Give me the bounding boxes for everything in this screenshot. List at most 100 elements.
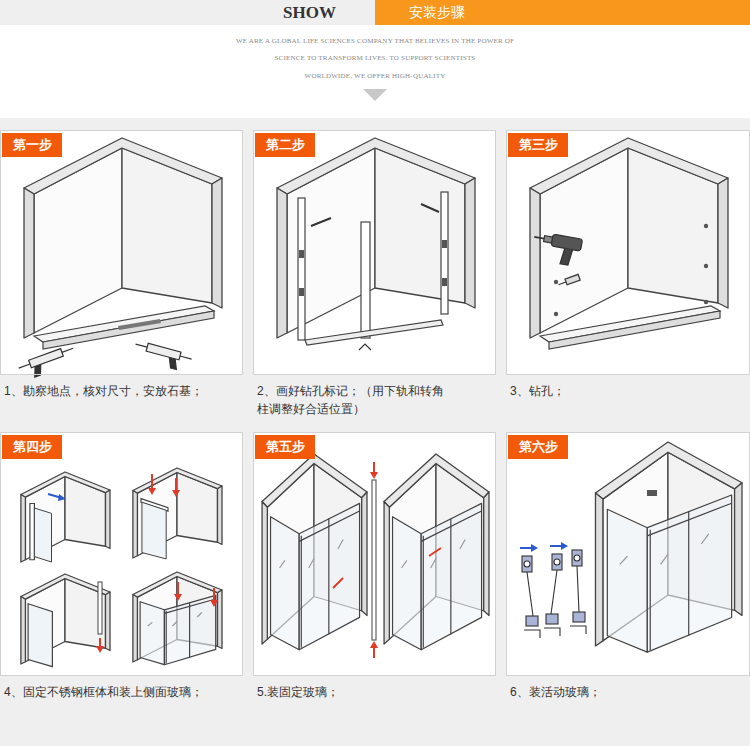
fixed-glass-bar <box>372 480 376 640</box>
drill-mark <box>299 250 304 258</box>
panel-ground <box>506 432 750 676</box>
panel-ground <box>0 432 243 676</box>
header-tab: 安装步骤 <box>375 0 750 25</box>
down-triangle <box>363 89 387 101</box>
red-arrow <box>429 548 441 556</box>
stone-base-face <box>549 311 720 349</box>
panel-ground <box>0 130 243 375</box>
mini-room <box>133 468 222 559</box>
red-arrow <box>151 474 153 490</box>
step-panel: 6、装活动玻璃； 第六步 <box>506 432 750 701</box>
step6-drawing <box>520 442 742 652</box>
step-badge: 第五步 <box>255 435 315 459</box>
panel-ground <box>253 130 496 375</box>
drill-hole <box>554 312 558 316</box>
drill-mark <box>442 240 447 248</box>
red-arrow <box>177 582 179 596</box>
roller-set <box>520 544 540 638</box>
room-with-enclosure <box>262 454 367 650</box>
spirit-level <box>118 319 161 330</box>
panel-frame <box>506 432 750 676</box>
drill-tool <box>530 231 582 267</box>
room-corner <box>277 138 475 338</box>
step-caption: 6、装活动玻璃； <box>506 683 750 701</box>
room-with-enclosure <box>595 442 742 652</box>
drill-hole <box>704 300 708 304</box>
step-label: 第一步 <box>2 133 62 157</box>
step-caption: 2、画好钻孔标记；（用下轨和转角 柱调整好合适位置） <box>253 382 496 418</box>
drill-hole <box>704 264 708 268</box>
step-caption: 5.装固定玻璃； <box>253 683 496 701</box>
room-with-enclosure <box>384 454 489 650</box>
tagline: WE ARE A GLOBAL LIFE SCIENCES COMPANY TH… <box>0 36 750 46</box>
step-badge: 第二步 <box>255 133 315 157</box>
step-label: 第五步 <box>255 435 315 459</box>
step-panel: 4、固定不锈钢框体和装上侧面玻璃； 第四步 <box>0 432 243 701</box>
header-band <box>0 0 750 25</box>
drill-mark <box>442 278 447 286</box>
step4-drawing <box>21 468 222 667</box>
step-label: 第四步 <box>2 435 62 459</box>
drill-hole <box>704 224 708 228</box>
step-panel: 5.装固定玻璃； 第五步 <box>253 432 496 701</box>
step-badge: 第三步 <box>508 133 568 157</box>
red-arrow <box>213 588 215 602</box>
stone-base <box>34 306 214 342</box>
red-arrow <box>175 478 177 492</box>
step-label: 第二步 <box>255 133 315 157</box>
step-panel: 1、勘察地点，核对尺寸，安放石基； 第一步 <box>0 130 243 400</box>
panel-frame <box>253 130 496 375</box>
step-caption: 4、固定不锈钢框体和装上侧面玻璃； <box>0 683 243 701</box>
step-badge: 第六步 <box>508 435 568 459</box>
mini-room <box>21 472 110 562</box>
red-arrow <box>333 578 343 588</box>
tab-title: 安装步骤 <box>375 0 750 25</box>
drill-bit <box>421 204 439 212</box>
corner-post <box>361 222 370 338</box>
step2-drawing <box>277 138 475 350</box>
drill-bit <box>311 218 331 226</box>
wall-anchor <box>557 274 580 287</box>
bottom-rail <box>305 320 443 345</box>
panel-ground <box>506 130 750 375</box>
frame-bar <box>98 582 102 634</box>
red-arrow-head <box>370 641 378 648</box>
mini-room <box>133 572 222 665</box>
step1-drawing <box>17 138 222 381</box>
panel-ground <box>253 432 496 676</box>
blue-arrow-head <box>58 494 66 501</box>
step-caption: 1、勘察地点，核对尺寸，安放石基； <box>0 382 243 400</box>
wall-rail <box>298 198 305 340</box>
step5-drawing <box>262 454 489 658</box>
header-word: SHOW <box>283 3 336 23</box>
stone-base-face <box>43 311 214 349</box>
red-arrow-head <box>210 600 218 607</box>
roller-set <box>570 550 586 634</box>
mini-room <box>21 574 110 667</box>
drill-mark <box>299 288 304 296</box>
step-caption: 3、钻孔； <box>506 382 750 400</box>
panel-frame <box>0 432 243 676</box>
step3-drawing <box>530 138 728 349</box>
step-badge: 第四步 <box>2 435 62 459</box>
caulk-gun <box>17 345 78 382</box>
step-panel: 2、画好钻孔标记；（用下轨和转角 柱调整好合适位置） 第二步 <box>253 130 496 418</box>
step-label: 第六步 <box>508 435 568 459</box>
step-panel: 3、钻孔； 第三步 <box>506 130 750 400</box>
caulk-gun <box>132 340 193 372</box>
panel-frame <box>506 130 750 375</box>
step-badge: 第一步 <box>2 133 62 157</box>
red-arrow-head <box>174 594 182 601</box>
red-arrow-head <box>172 490 180 497</box>
wall-rail <box>441 192 448 314</box>
page-ground <box>0 118 750 746</box>
red-arrow-head <box>148 488 156 495</box>
roller-set <box>544 542 568 636</box>
red-arrow-head <box>96 646 104 653</box>
panel-frame <box>253 432 496 676</box>
red-arrow-head <box>370 472 378 479</box>
panel-frame <box>0 130 243 375</box>
handle <box>647 490 657 496</box>
tagline: SCIENCE TO TRANSFORM LIVES. TO SUPPORT S… <box>0 53 750 63</box>
